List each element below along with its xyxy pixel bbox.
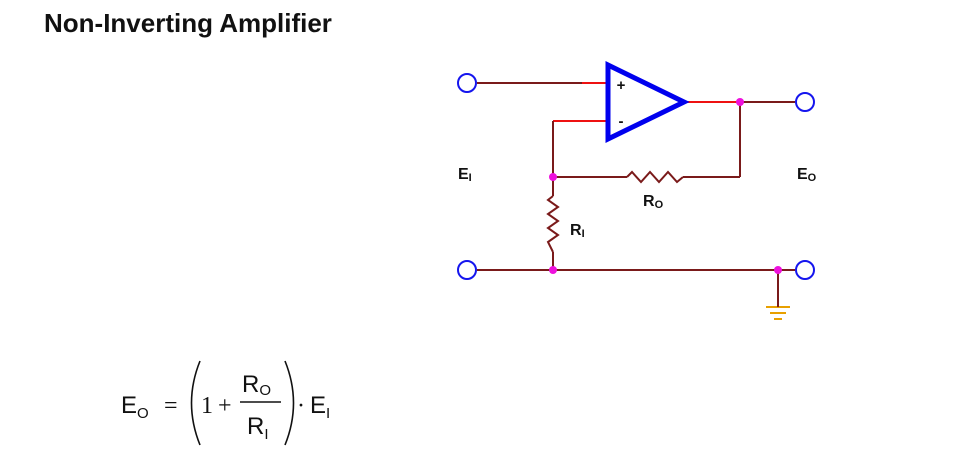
equation-one: 1 [201,393,213,419]
ground-symbol [766,306,790,320]
equation-numerator: RO [242,371,271,399]
input-resistor [546,195,560,253]
page-title: Non-Inverting Amplifier [44,8,332,38]
plus-sign: + [617,77,626,94]
input-voltage-label: EI [458,166,472,184]
opamp-triangle [605,61,690,143]
feedback-resistor-label: RO [643,193,664,211]
equation-plus: + [218,393,232,419]
feedback-resistor [626,170,684,184]
junction-output [736,98,744,106]
equation-rhs: EI [310,392,330,422]
junction-ground [774,266,782,274]
junctions [549,98,782,274]
equation-dot: · [297,393,305,419]
input-terminal-top [457,73,477,93]
gain-equation: EO = 1 + RO RI · EI [121,360,330,446]
junction-feedback [549,173,557,181]
input-terminal-bottom [457,260,477,280]
junction-ri-bottom [549,266,557,274]
left-paren [190,360,201,446]
equation-lhs: EO [121,392,149,422]
output-voltage-label: EO [797,166,817,184]
output-terminal-top [795,92,815,112]
right-paren [284,360,295,446]
minus-sign: - [619,113,624,130]
equation-denominator: RI [247,413,269,443]
terminals [457,73,815,280]
output-terminal-bottom [795,260,815,280]
input-resistor-label: RI [570,222,585,240]
equation-equals: = [164,393,178,419]
